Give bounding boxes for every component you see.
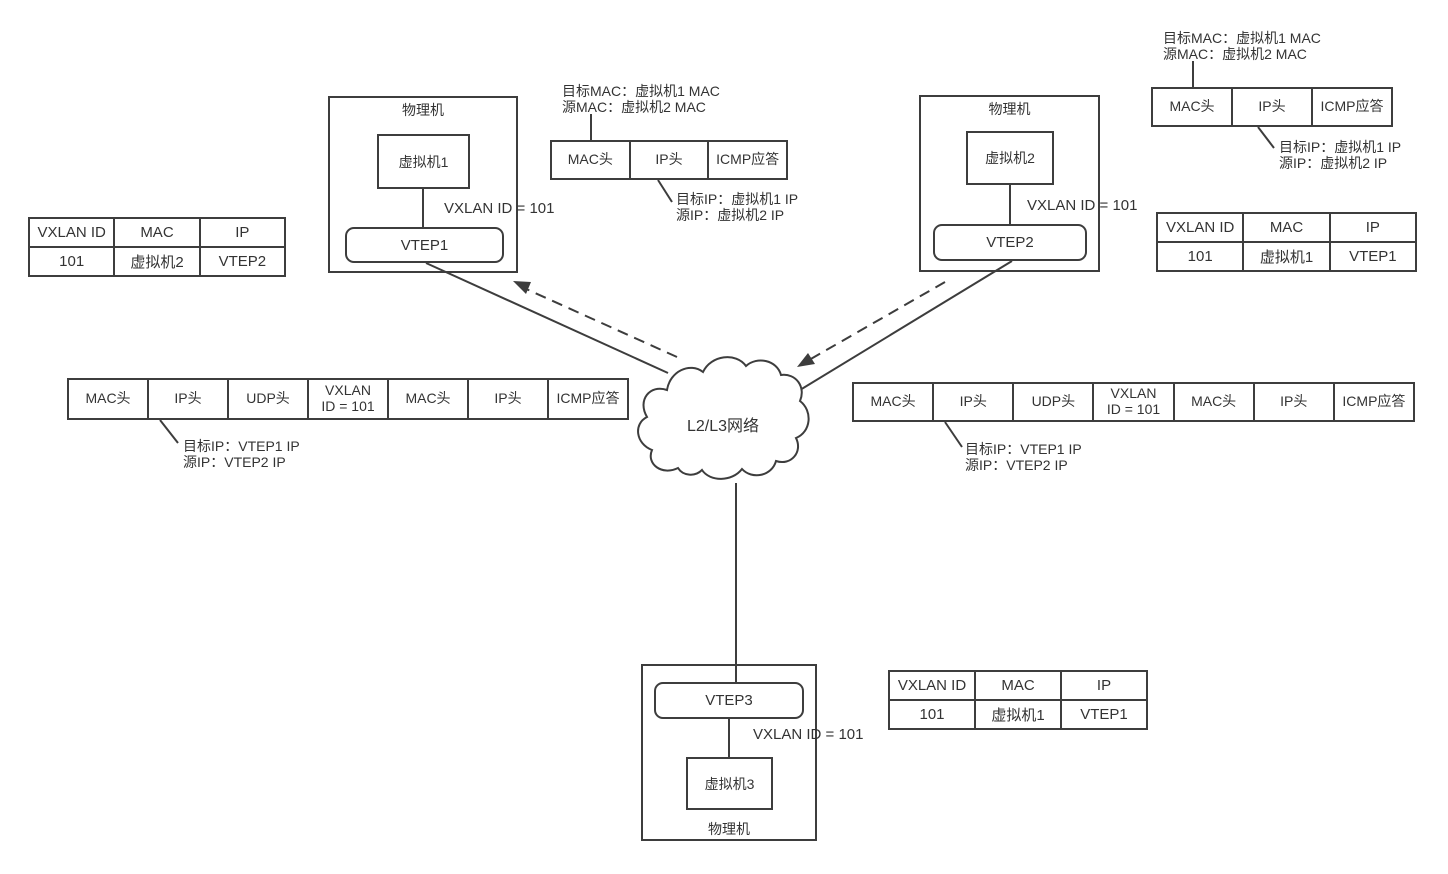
- annotation-line: 目标IP：虚拟机1 IP: [676, 191, 799, 207]
- packet-cell: VXLAN ID = 101: [1092, 382, 1175, 422]
- vxlan-id-label-host3: VXLAN ID = 101: [753, 726, 864, 743]
- leader-ip-annotation-right: [1257, 126, 1275, 149]
- table-value-cell: 101: [888, 699, 976, 730]
- table-value-cell: 虚拟机1: [974, 699, 1062, 730]
- host2-box: [919, 95, 1100, 272]
- annotation-ip-pair-left: 目标IP：虚拟机1 IP 源IP：虚拟机2 IP: [676, 191, 798, 223]
- table-header-cell: MAC: [1242, 212, 1331, 243]
- packet-cell: MAC头: [1151, 87, 1233, 127]
- packet-cell: IP头: [147, 378, 229, 420]
- table-value-row: 101 虚拟机1 VTEP1: [1155, 241, 1418, 272]
- reply-arrow-to-cloud: [808, 281, 946, 361]
- packet-icmp-reply-left: MAC头 IP头 ICMP应答: [550, 140, 789, 180]
- vtep2-box: VTEP2: [933, 224, 1087, 261]
- mac-table-right: VXLAN ID MAC IP 101 虚拟机1 VTEP1: [1155, 212, 1418, 272]
- table-header-cell: VXLAN ID: [888, 670, 976, 701]
- table-value-cell: 101: [27, 246, 116, 277]
- host3-box: [641, 664, 817, 841]
- table-header-row: VXLAN ID MAC IP: [1155, 212, 1418, 243]
- annotation-line: 源IP：VTEP2 IP: [183, 454, 286, 470]
- annotation-vtep-ip-left: 目标IP：VTEP1 IP 源IP：VTEP2 IP: [183, 438, 300, 470]
- packet-cell: ICMP应答: [1311, 87, 1393, 127]
- table-value-cell: VTEP1: [1328, 241, 1418, 272]
- vm3-box: 虚拟机3: [686, 757, 773, 810]
- packet-vxlan-encap-right: MAC头 IP头 UDP头 VXLAN ID = 101 MAC头 IP头 IC…: [852, 382, 1415, 422]
- packet-cell: IP头: [1231, 87, 1313, 127]
- arrowhead-to-cloud: [797, 353, 815, 367]
- annotation-mac-pair-left: 目标MAC：虚拟机1 MAC 源MAC：虚拟机2 MAC: [562, 83, 720, 115]
- vtep1-box: VTEP1: [345, 227, 504, 263]
- packet-icmp-reply-right: MAC头 IP头 ICMP应答: [1151, 87, 1393, 127]
- packet-cell: MAC头: [1172, 382, 1255, 422]
- packet-cell: IP头: [1252, 382, 1335, 422]
- annotation-mac-pair-right: 目标MAC：虚拟机1 MAC 源MAC：虚拟机2 MAC: [1163, 30, 1321, 62]
- table-header-cell: MAC: [113, 217, 201, 248]
- table-header-row: VXLAN ID MAC IP: [27, 217, 287, 248]
- annotation-line: 目标MAC：虚拟机1 MAC: [1163, 30, 1321, 46]
- annotation-line: 源IP：虚拟机2 IP: [676, 207, 785, 223]
- table-header-cell: VXLAN ID: [27, 217, 116, 248]
- network-cloud-shape: [637, 356, 810, 480]
- packet-cell: ICMP应答: [547, 378, 629, 420]
- host1-box: [328, 96, 518, 273]
- network-cloud-label: L2/L3网络: [686, 418, 760, 435]
- reply-arrow-to-vtep1: [523, 287, 678, 358]
- vxlan-id-label-host1: VXLAN ID = 101: [444, 200, 555, 217]
- table-header-cell: VXLAN ID: [1155, 212, 1245, 243]
- annotation-line: 目标IP：VTEP1 IP: [183, 438, 300, 454]
- packet-cell: IP头: [628, 140, 710, 180]
- table-value-cell: 虚拟机1: [1242, 241, 1331, 272]
- vm1-box: 虚拟机1: [377, 134, 470, 189]
- annotation-line: 源MAC：虚拟机2 MAC: [562, 99, 706, 115]
- table-value-row: 101 虚拟机1 VTEP1: [888, 699, 1148, 730]
- annotation-vtep-ip-right: 目标IP：VTEP1 IP 源IP：VTEP2 IP: [965, 441, 1082, 473]
- annotation-line: 源MAC：虚拟机2 MAC: [1163, 46, 1307, 62]
- annotation-line: 源IP：VTEP2 IP: [965, 457, 1068, 473]
- annotation-line: 目标IP：虚拟机1 IP: [1279, 139, 1402, 155]
- host1-label: 物理机: [402, 102, 444, 118]
- annotation-line: 源IP：虚拟机2 IP: [1279, 155, 1388, 171]
- packet-cell: ICMP应答: [707, 140, 789, 180]
- annotation-ip-pair-right: 目标IP：虚拟机1 IP 源IP：虚拟机2 IP: [1279, 139, 1401, 171]
- vtep2-cloud-link: [799, 260, 1013, 391]
- packet-cell: VXLAN ID = 101: [307, 378, 389, 420]
- table-header-cell: IP: [198, 217, 287, 248]
- vm2-box: 虚拟机2: [966, 131, 1054, 185]
- table-value-cell: VTEP1: [1060, 699, 1148, 730]
- mac-table-bottom: VXLAN ID MAC IP 101 虚拟机1 VTEP1: [888, 670, 1148, 730]
- mac-table-left: VXLAN ID MAC IP 101 虚拟机2 VTEP2: [27, 217, 287, 277]
- vtep3-box: VTEP3: [654, 682, 804, 719]
- table-header-row: VXLAN ID MAC IP: [888, 670, 1148, 701]
- host2-label: 物理机: [988, 101, 1031, 117]
- packet-cell: ICMP应答: [1332, 382, 1415, 422]
- table-value-cell: 虚拟机2: [113, 246, 201, 277]
- leader-outer-packet-right: [944, 421, 963, 448]
- packet-cell: MAC头: [852, 382, 935, 422]
- annotation-line: 目标MAC：虚拟机1 MAC: [562, 83, 720, 99]
- annotation-line: 目标IP：VTEP1 IP: [965, 441, 1082, 457]
- host3-label: 物理机: [708, 821, 750, 837]
- table-value-cell: 101: [1155, 241, 1245, 272]
- vxlan-id-label-host2: VXLAN ID = 101: [1027, 197, 1138, 214]
- packet-cell: MAC头: [67, 378, 149, 420]
- packet-cell: MAC头: [550, 140, 631, 180]
- packet-cell: MAC头: [387, 378, 469, 420]
- table-header-cell: IP: [1060, 670, 1148, 701]
- packet-vxlan-encap-left: MAC头 IP头 UDP头 VXLAN ID = 101 MAC头 IP头 IC…: [67, 378, 629, 420]
- packet-cell: UDP头: [1012, 382, 1095, 422]
- leader-outer-packet-left: [159, 419, 179, 444]
- packet-cell: IP头: [932, 382, 1015, 422]
- packet-cell: IP头: [467, 378, 549, 420]
- vtep1-cloud-link: [425, 262, 669, 374]
- packet-cell: UDP头: [227, 378, 309, 420]
- table-value-cell: VTEP2: [198, 246, 287, 277]
- leader-ip-annotation-left: [657, 179, 673, 203]
- table-value-row: 101 虚拟机2 VTEP2: [27, 246, 287, 277]
- arrowhead-to-vtep1: [513, 281, 531, 294]
- table-header-cell: IP: [1328, 212, 1418, 243]
- table-header-cell: MAC: [974, 670, 1062, 701]
